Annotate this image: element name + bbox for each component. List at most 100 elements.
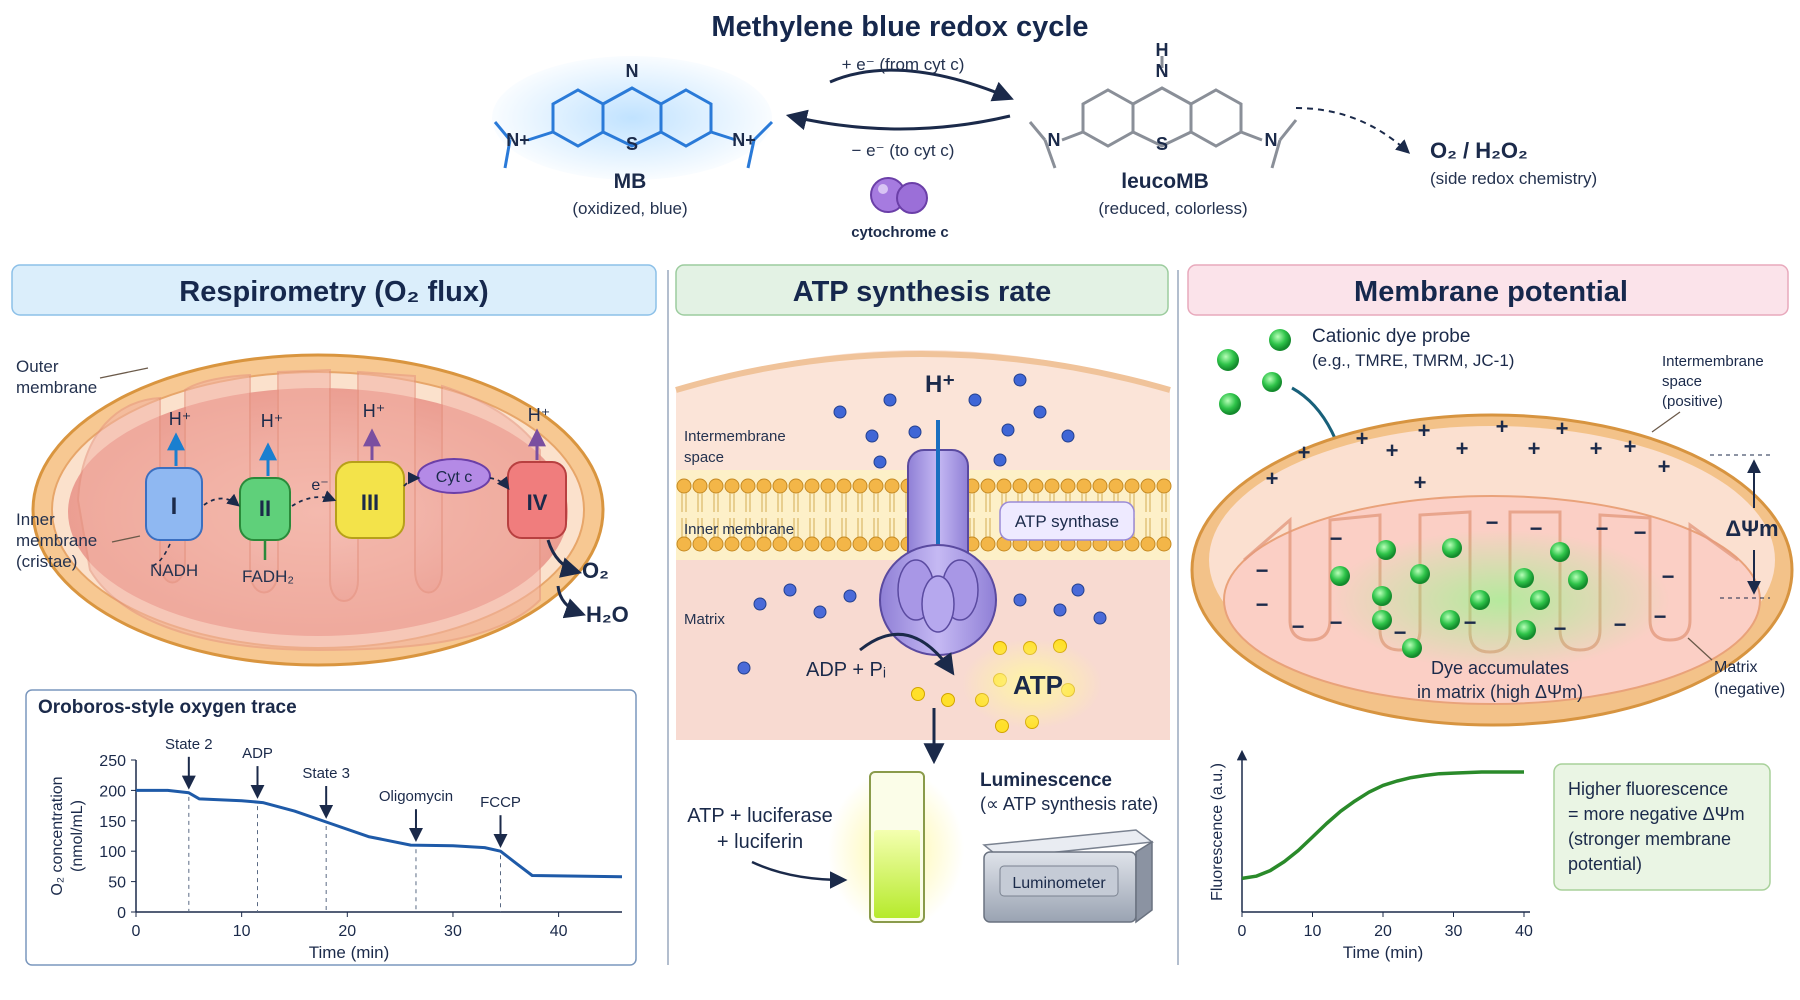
y-tick-label: 150 [99,814,126,831]
atp-matrix-label: Matrix [684,611,725,628]
mb-structure: N S N+ N+ [492,56,774,180]
x-tick-label: 30 [444,923,462,940]
cytochrome-c-label: cytochrome c [851,224,949,241]
pot-ims-label-1: Intermembrane [1662,353,1764,370]
y-axis-label: Fluorescence (a.u.) [1209,763,1226,901]
delta-psi-label: ΔΨm [1725,516,1778,541]
svg-text:−: − [1654,604,1667,629]
electron-path-4 [489,476,510,491]
mb-atom-s: S [626,134,638,154]
x-tick-label: 20 [338,923,356,940]
atp-product-label: ATP [1013,670,1063,700]
svg-text:−: − [1256,592,1269,617]
complex-iv-label: IV [527,490,548,515]
svg-text:+: + [1456,436,1469,461]
svg-text:+: + [1386,438,1399,463]
electron-path-2 [291,490,337,507]
svg-text:+: + [1298,440,1311,465]
svg-text:−: − [1486,510,1499,535]
y-tick-label: 100 [99,844,126,861]
mb-atom-n: N [626,61,639,81]
svg-text:+: + [1496,414,1509,439]
outer-membrane-label-1: Outer [16,357,59,376]
accum-label-2: in matrix (high ΔΨm) [1417,682,1583,702]
redox-cycle: Methylene blue redox cycle N S N+ N+ MB … [492,11,1597,241]
proton-label-4: H⁺ [528,405,551,425]
inner-membrane-label-2: membrane [16,531,97,550]
svg-text:+: + [1658,454,1671,479]
svg-text:−: − [1554,616,1567,641]
cuvette-icon [869,771,925,923]
reagents-arrow [751,860,848,889]
svg-text:+: + [1266,466,1279,491]
nadh-path [149,543,171,567]
electron-path-1 [203,493,240,507]
accum-label-1: Dye accumulates [1431,658,1569,678]
svg-text:−: − [1256,558,1269,583]
leucomb-name: leucoMB [1121,170,1209,193]
luminometer-label: Luminometer [1012,875,1106,892]
positive-charges: +++++++++++++ [1266,414,1671,495]
event-label: ADP [242,745,273,762]
proton-label-2: H⁺ [261,411,284,431]
leucomb-desc: (reduced, colorless) [1098,199,1247,218]
o2-label: O₂ [582,558,609,583]
complex-ii-label: II [259,496,271,521]
h2o-arrow [556,585,586,619]
atp-synthase [879,420,997,656]
potential-title: Membrane potential [1354,276,1628,308]
inner-membrane-label-1: Inner [16,510,55,529]
negative-charges: −−−−−−−−−−−−−−− [1256,510,1675,645]
oxygen-trace-frame [25,689,637,966]
x-tick-label: 30 [1445,923,1463,940]
side-desc: (side redox chemistry) [1430,169,1597,188]
x-tick-label: 10 [233,923,251,940]
inner-membrane-label-3: (cristae) [16,552,77,571]
panel-respirometry: Respirometry (O₂ flux) Outer membrane In… [11,264,657,966]
svg-text:−: − [1464,610,1477,635]
luminescence-title: Luminescence [980,770,1112,791]
svg-text:−: − [1292,614,1305,639]
oxidation-arrow [785,109,1011,131]
leuco-atom-s: S [1156,134,1168,154]
leuco-atom-n-left: N [1048,130,1061,150]
y-tick-label: 50 [108,875,126,892]
y-tick-label: 0 [117,905,126,922]
pot-matrix-pointer [1687,637,1713,661]
forward-label: + e⁻ (from cyt c) [842,55,965,74]
svg-text:−: − [1596,516,1609,541]
y-tick-label: 200 [99,783,126,800]
reverse-label: − e⁻ (to cyt c) [852,141,955,160]
outer-membrane-label-2: membrane [16,378,97,397]
svg-text:+: + [1418,418,1431,443]
fluorescence-curve [1241,770,1524,881]
complex-i: I [145,467,203,541]
note-line-1: Higher fluorescence [1568,779,1728,799]
event-label: State 2 [165,736,213,753]
panel-potential: Membrane potential Cationic dye probe (e… [1187,264,1794,962]
fadh2-label: FADH₂ [242,567,294,586]
svg-text:+: + [1528,436,1541,461]
svg-text:−: − [1634,520,1647,545]
h2o-label: H₂O [586,602,629,627]
x-tick-label: 40 [550,923,568,940]
x-axis-label: Time (min) [1343,943,1424,962]
atp-synthase-badge [999,501,1135,541]
x-tick-label: 0 [132,923,141,940]
respirometry-title: Respirometry (O₂ flux) [179,276,488,308]
side-reaction-arrow [1295,107,1411,154]
atp-ims-label-1: Intermembrane [684,428,786,445]
reduction-arrow [829,68,1014,102]
free-dye-molecules [1217,329,1291,415]
svg-text:+: + [1590,436,1603,461]
note-line-3: (stronger membrane [1568,829,1731,849]
note-line-2: = more negative ΔΨm [1568,804,1745,824]
fluorescence-note-box [1553,763,1771,891]
outer-membrane-pointer [99,367,149,379]
proton-label-3: H⁺ [363,401,386,421]
x-axis-label: Time (min) [309,943,390,962]
atp-glow [962,639,1102,729]
x-tick-label: 0 [1238,923,1247,940]
